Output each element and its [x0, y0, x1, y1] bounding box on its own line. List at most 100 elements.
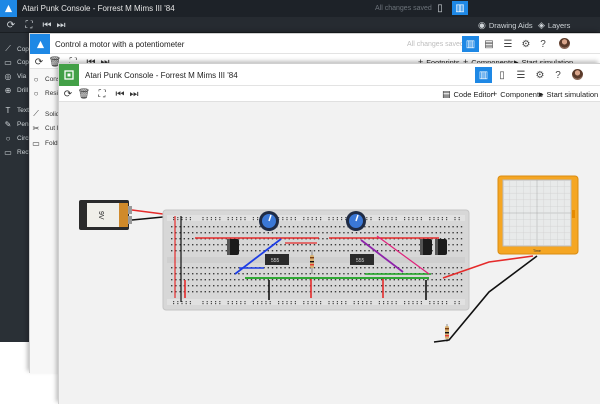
- components-icon[interactable]: ▥: [462, 36, 479, 52]
- fit-icon[interactable]: ⛶: [98, 88, 106, 100]
- wire-scope-red[interactable]: [442, 255, 534, 279]
- components-button[interactable]: +Components: [463, 57, 514, 67]
- breadboard-hole: [301, 291, 303, 293]
- skip-prev-icon[interactable]: ⏮: [42, 19, 52, 31]
- skip-prev-icon[interactable]: ⏮: [86, 56, 96, 68]
- resistor-2[interactable]: [445, 324, 449, 342]
- breadboard-hole: [179, 226, 181, 228]
- components-button[interactable]: +Components: [492, 89, 543, 99]
- breadboard-rail-hole: [252, 301, 254, 303]
- footprints-button[interactable]: +Footprints: [418, 57, 460, 67]
- sidebar-item-console[interactable]: ○Conso: [32, 75, 64, 84]
- app-logo[interactable]: [30, 34, 50, 54]
- print-icon[interactable]: ▤: [484, 38, 494, 50]
- skip-next-icon[interactable]: ⏭: [56, 19, 66, 31]
- trash-icon[interactable]: 🗑: [77, 88, 91, 100]
- breadboard-hole: [389, 267, 391, 269]
- breadboard-hole: [309, 267, 311, 269]
- drawing-aids-button[interactable]: ◉Drawing Aids: [478, 20, 533, 31]
- sidebar-item-solid[interactable]: ⟋Solid: [32, 109, 59, 119]
- breadboard-hole: [330, 250, 332, 252]
- list-icon[interactable]: ☰: [503, 38, 513, 50]
- fit-icon[interactable]: ⛶: [69, 56, 77, 68]
- help-icon[interactable]: ?: [540, 38, 546, 50]
- sidebar-item-copper-1[interactable]: ⟋Copp: [4, 44, 32, 54]
- components-icon[interactable]: ▥: [452, 1, 468, 15]
- chip-555-2[interactable]: 555: [350, 254, 374, 265]
- capacitor-3[interactable]: [435, 239, 447, 255]
- breadboard[interactable]: [162, 209, 470, 311]
- breadboard-rail-hole: [215, 217, 217, 219]
- breadboard-rail-hole: [408, 219, 410, 221]
- chip-555-1[interactable]: 555: [265, 254, 289, 265]
- breadboard-hole: [456, 279, 458, 281]
- sidebar-item-circle[interactable]: ○Circle: [4, 134, 34, 143]
- sidebar-item-drill[interactable]: ⊕Drill: [4, 86, 29, 95]
- undo-icon[interactable]: ⟳: [34, 56, 44, 68]
- gear-icon[interactable]: ⚙: [521, 38, 531, 50]
- layers-button[interactable]: ◈Layers: [538, 20, 570, 31]
- breadboard-hole: [427, 267, 429, 269]
- breadboard-hole: [297, 279, 299, 281]
- toolbar: ⟳ 🗑 ⛶ ⏮ ⏭ ▤Code Editor +Components ▸Star…: [59, 86, 600, 102]
- skip-prev-icon[interactable]: ⏮: [115, 88, 125, 100]
- help-icon[interactable]: ?: [555, 69, 561, 81]
- code-icon[interactable]: ▯: [437, 2, 443, 14]
- potentiometer-1[interactable]: [259, 211, 279, 231]
- breadboard-hole: [402, 291, 404, 293]
- breadboard-hole: [297, 273, 299, 275]
- app-logo[interactable]: [59, 64, 79, 86]
- sidebar-item-cut-line[interactable]: ✂Cut li: [32, 124, 60, 133]
- app-logo[interactable]: [0, 0, 17, 17]
- sidebar-item-pen[interactable]: ✎Pen: [4, 120, 29, 129]
- fit-icon[interactable]: ⛶: [25, 19, 33, 31]
- breadboard-hole: [351, 244, 353, 246]
- code-blocks-icon[interactable]: ▯: [499, 69, 505, 81]
- avatar[interactable]: [571, 68, 584, 81]
- wire-battery-red[interactable]: [131, 209, 164, 215]
- undo-icon[interactable]: ⟳: [63, 88, 73, 100]
- potentiometer-2[interactable]: [346, 211, 366, 231]
- breadboard-rail-hole: [244, 219, 246, 221]
- sidebar-item-fold[interactable]: ▭Fold: [32, 139, 57, 148]
- breadboard-hole: [179, 267, 181, 269]
- resistor-1[interactable]: [310, 250, 314, 274]
- capacitor-1[interactable]: [227, 239, 239, 255]
- breadboard-rail-hole: [404, 303, 406, 305]
- wire-pink[interactable]: [376, 235, 430, 275]
- breadboard-hole: [208, 291, 211, 293]
- start-simulation-button[interactable]: ▸Start simulation: [539, 89, 598, 100]
- breadboard-rail-hole: [366, 303, 368, 305]
- wire-scope-black[interactable]: [433, 255, 538, 343]
- sidebar-item-via[interactable]: ◎Via: [4, 72, 27, 81]
- avatar[interactable]: [558, 37, 571, 50]
- wire-purple[interactable]: [360, 239, 404, 273]
- wire-battery-black[interactable]: [131, 216, 164, 221]
- breadboard-hole: [456, 232, 458, 234]
- sidebar-item-resistor[interactable]: ○Resis: [32, 89, 62, 98]
- skip-next-icon[interactable]: ⏭: [100, 56, 110, 68]
- battery-9v[interactable]: 9V: [79, 200, 132, 230]
- gear-icon[interactable]: ⚙: [535, 69, 545, 81]
- undo-icon[interactable]: ⟳: [6, 19, 16, 31]
- breadboard-hole: [406, 244, 408, 246]
- breadboard-hole: [229, 285, 232, 287]
- breadboard-hole: [213, 250, 215, 252]
- breadboard-hole: [217, 232, 219, 234]
- list-icon[interactable]: ☰: [516, 69, 526, 81]
- start-simulation-button[interactable]: ▸Start simulation: [514, 57, 573, 68]
- sidebar-item-copper-2[interactable]: ▭Copp: [4, 58, 32, 67]
- trash-icon[interactable]: 🗑: [48, 56, 62, 68]
- code-editor-button[interactable]: ▤Code Editor: [442, 89, 493, 100]
- breadboard-hole: [368, 291, 370, 293]
- breadboard-hole: [326, 279, 328, 281]
- play-icon: ▸: [539, 89, 544, 99]
- components-icon[interactable]: ▥: [475, 67, 492, 83]
- sidebar-item-rectangle[interactable]: ▭Recta: [4, 148, 34, 157]
- capacitor-2[interactable]: [420, 239, 432, 255]
- oscilloscope[interactable]: Time: [497, 175, 579, 255]
- circuit-canvas[interactable]: 9V: [59, 102, 600, 404]
- skip-next-icon[interactable]: ⏭: [129, 88, 139, 100]
- breadboard-hole: [347, 285, 349, 287]
